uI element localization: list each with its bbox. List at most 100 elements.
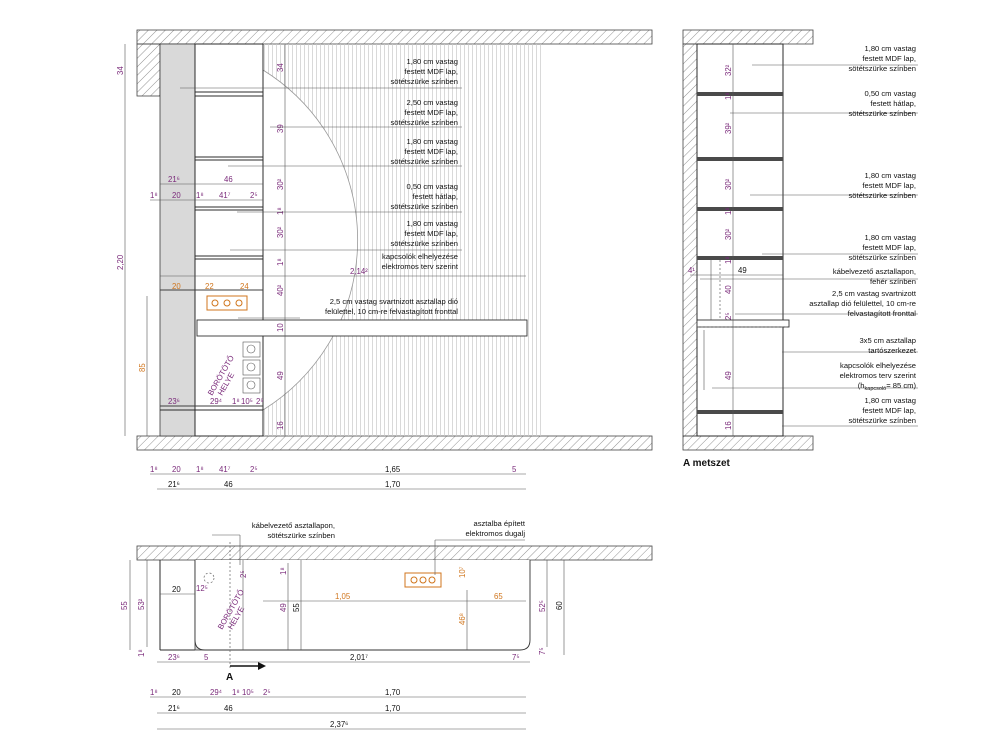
svg-text:elektromos dugalj: elektromos dugalj (465, 529, 525, 538)
ceiling-hatch (136, 29, 653, 45)
svg-text:sötétszürke színben: sötétszürke színben (848, 109, 916, 118)
section-arrow-icon (258, 662, 266, 670)
svg-text:festett MDF lap,: festett MDF lap, (404, 108, 458, 117)
svg-text:2,37⁶: 2,37⁶ (330, 720, 348, 729)
svg-text:sötétszürke színben: sötétszürke színben (848, 416, 916, 425)
svg-text:39: 39 (276, 124, 285, 133)
svg-text:20: 20 (172, 191, 181, 200)
svg-text:49: 49 (279, 603, 288, 612)
svg-text:10⁵: 10⁵ (242, 688, 254, 697)
svg-text:(hkapcsoló= 85 cm): (hkapcsoló= 85 cm) (858, 381, 917, 392)
svg-text:sötétszürke színben: sötétszürke színben (848, 64, 916, 73)
svg-text:1⁸: 1⁸ (724, 92, 733, 100)
svg-text:2,14²: 2,14² (350, 267, 368, 276)
svg-text:1⁸: 1⁸ (276, 207, 285, 215)
svg-text:1,80 cm vastag: 1,80 cm vastag (407, 57, 459, 66)
svg-text:2⁵: 2⁵ (724, 312, 733, 320)
svg-text:41⁷: 41⁷ (219, 465, 231, 474)
side-panel (159, 43, 196, 437)
svg-text:65: 65 (494, 592, 503, 601)
svg-text:3x5 cm asztallap: 3x5 cm asztallap (859, 336, 916, 345)
svg-text:festett MDF lap,: festett MDF lap, (862, 54, 916, 63)
svg-text:asztalba épített: asztalba épített (473, 519, 525, 528)
svg-text:30²: 30² (276, 178, 285, 190)
svg-text:sötétszürke színben: sötétszürke színben (390, 239, 458, 248)
svg-text:2⁵: 2⁵ (250, 191, 258, 200)
svg-text:30²: 30² (724, 178, 733, 190)
svg-text:46: 46 (224, 480, 233, 489)
svg-text:40: 40 (724, 285, 733, 294)
svg-text:16: 16 (276, 421, 285, 430)
svg-text:festett MDF lap,: festett MDF lap, (404, 147, 458, 156)
svg-text:29⁴: 29⁴ (210, 688, 222, 697)
svg-text:1⁸: 1⁸ (150, 465, 158, 474)
side-label-mdf-3: 1,80 cm vastag festett MDF lap, sötétszü… (848, 233, 916, 262)
svg-text:2⁵: 2⁵ (256, 397, 264, 406)
svg-text:7⁵: 7⁵ (538, 647, 547, 655)
svg-text:30²: 30² (276, 226, 285, 238)
svg-text:festett MDF lap,: festett MDF lap, (862, 181, 916, 190)
svg-text:1,80 cm vastag: 1,80 cm vastag (407, 137, 459, 146)
svg-text:29⁴: 29⁴ (210, 397, 222, 406)
front-elevation: BORÖTÖTŐ HELYE 2,20 85 34 34 39 30² 1⁸ 3… (116, 29, 653, 490)
svg-text:7⁵: 7⁵ (512, 653, 520, 662)
svg-text:0,50 cm vastag: 0,50 cm vastag (865, 89, 917, 98)
svg-text:46: 46 (224, 704, 233, 713)
svg-text:5: 5 (204, 653, 209, 662)
svg-text:34: 34 (116, 66, 125, 75)
svg-text:felülettel, 10 cm-re felvastag: felülettel, 10 cm-re felvastagított fron… (325, 307, 458, 316)
svg-text:1⁸: 1⁸ (150, 688, 158, 697)
svg-text:39²: 39² (724, 122, 733, 134)
side-label-asztallap: 2,5 cm vastag svartnizott asztallap dió … (809, 289, 917, 318)
svg-text:1,70: 1,70 (385, 480, 401, 489)
svg-text:sötétszürke színben: sötétszürke színben (390, 157, 458, 166)
svg-text:1,80 cm vastag: 1,80 cm vastag (865, 233, 917, 242)
svg-text:2,5 cm vastag svartnizott: 2,5 cm vastag svartnizott (832, 289, 917, 298)
svg-text:kapcsolók elhelyezése: kapcsolók elhelyezése (840, 361, 916, 370)
svg-text:1⁸: 1⁸ (150, 191, 158, 200)
label-kapcsolok: kapcsolók elhelyezése elektromos terv sz… (382, 252, 459, 271)
svg-text:23⁶: 23⁶ (168, 397, 180, 406)
side-label-tarto: 3x5 cm asztallap tartószerkezet (859, 336, 916, 355)
svg-text:2,01⁷: 2,01⁷ (350, 653, 368, 662)
plan-socket-icon (404, 572, 442, 588)
svg-text:20: 20 (172, 282, 181, 291)
svg-text:sötétszürke színben: sötétszürke színben (390, 77, 458, 86)
svg-text:festett hátlap,: festett hátlap, (870, 99, 916, 108)
svg-text:30²: 30² (724, 228, 733, 240)
svg-text:46: 46 (224, 175, 233, 184)
svg-text:52⁵: 52⁵ (538, 600, 547, 612)
svg-text:kábelvezető asztallapon,: kábelvezető asztallapon, (252, 521, 335, 530)
svg-text:sötétszürke színben: sötétszürke színben (390, 118, 458, 127)
svg-text:asztallap dió felülettel, 10 c: asztallap dió felülettel, 10 cm-re (809, 299, 916, 308)
svg-text:2,50 cm vastag: 2,50 cm vastag (407, 98, 459, 107)
svg-text:1⁸: 1⁸ (196, 465, 204, 474)
plan-desk (194, 560, 531, 651)
plan-view: BORÖTÖTŐ HELYE A kábelvezető asztallapon… (120, 519, 653, 730)
svg-text:sötétszürke színben: sötétszürke színben (848, 253, 916, 262)
svg-text:sötétszürke színben: sötétszürke színben (848, 191, 916, 200)
svg-text:1⁸: 1⁸ (196, 191, 204, 200)
svg-text:55: 55 (292, 603, 301, 612)
svg-text:1,70: 1,70 (385, 688, 401, 697)
svg-text:0,50 cm vastag: 0,50 cm vastag (407, 182, 459, 191)
section-a: 32² 1⁸ 39² 30² 1⁸ 30² 1⁸ 40 2⁵ 49 16 4¹ … (682, 29, 918, 469)
side-label-mdf-4: 1,80 cm vastag festett MDF lap, sötétszü… (848, 396, 916, 425)
svg-text:49: 49 (724, 371, 733, 380)
svg-text:5: 5 (512, 465, 517, 474)
svg-text:21⁶: 21⁶ (168, 704, 180, 713)
side-label-kabel: kábelvezető asztallapon, fehér színben (833, 267, 916, 286)
svg-text:1,05: 1,05 (335, 592, 351, 601)
svg-text:41⁷: 41⁷ (219, 191, 231, 200)
svg-text:sötétszürke színben: sötétszürke színben (267, 531, 335, 540)
svg-text:1⁸: 1⁸ (279, 567, 288, 575)
svg-text:1,80 cm vastag: 1,80 cm vastag (865, 44, 917, 53)
svg-text:23⁶: 23⁶ (168, 653, 180, 662)
plan-label-kabel: kábelvezető asztallapon, sötétszürke szí… (252, 521, 335, 540)
svg-text:felvastagított fronttal: felvastagított fronttal (848, 309, 917, 318)
svg-text:32²: 32² (724, 64, 733, 76)
side-label-mdf-2: 1,80 cm vastag festett MDF lap, sötétszü… (848, 171, 916, 200)
svg-text:10⁷: 10⁷ (458, 566, 467, 578)
label-mdf-low: 1,80 cm vastag festett MDF lap, sötétszü… (390, 219, 458, 248)
wall-left-hatch (136, 43, 161, 97)
